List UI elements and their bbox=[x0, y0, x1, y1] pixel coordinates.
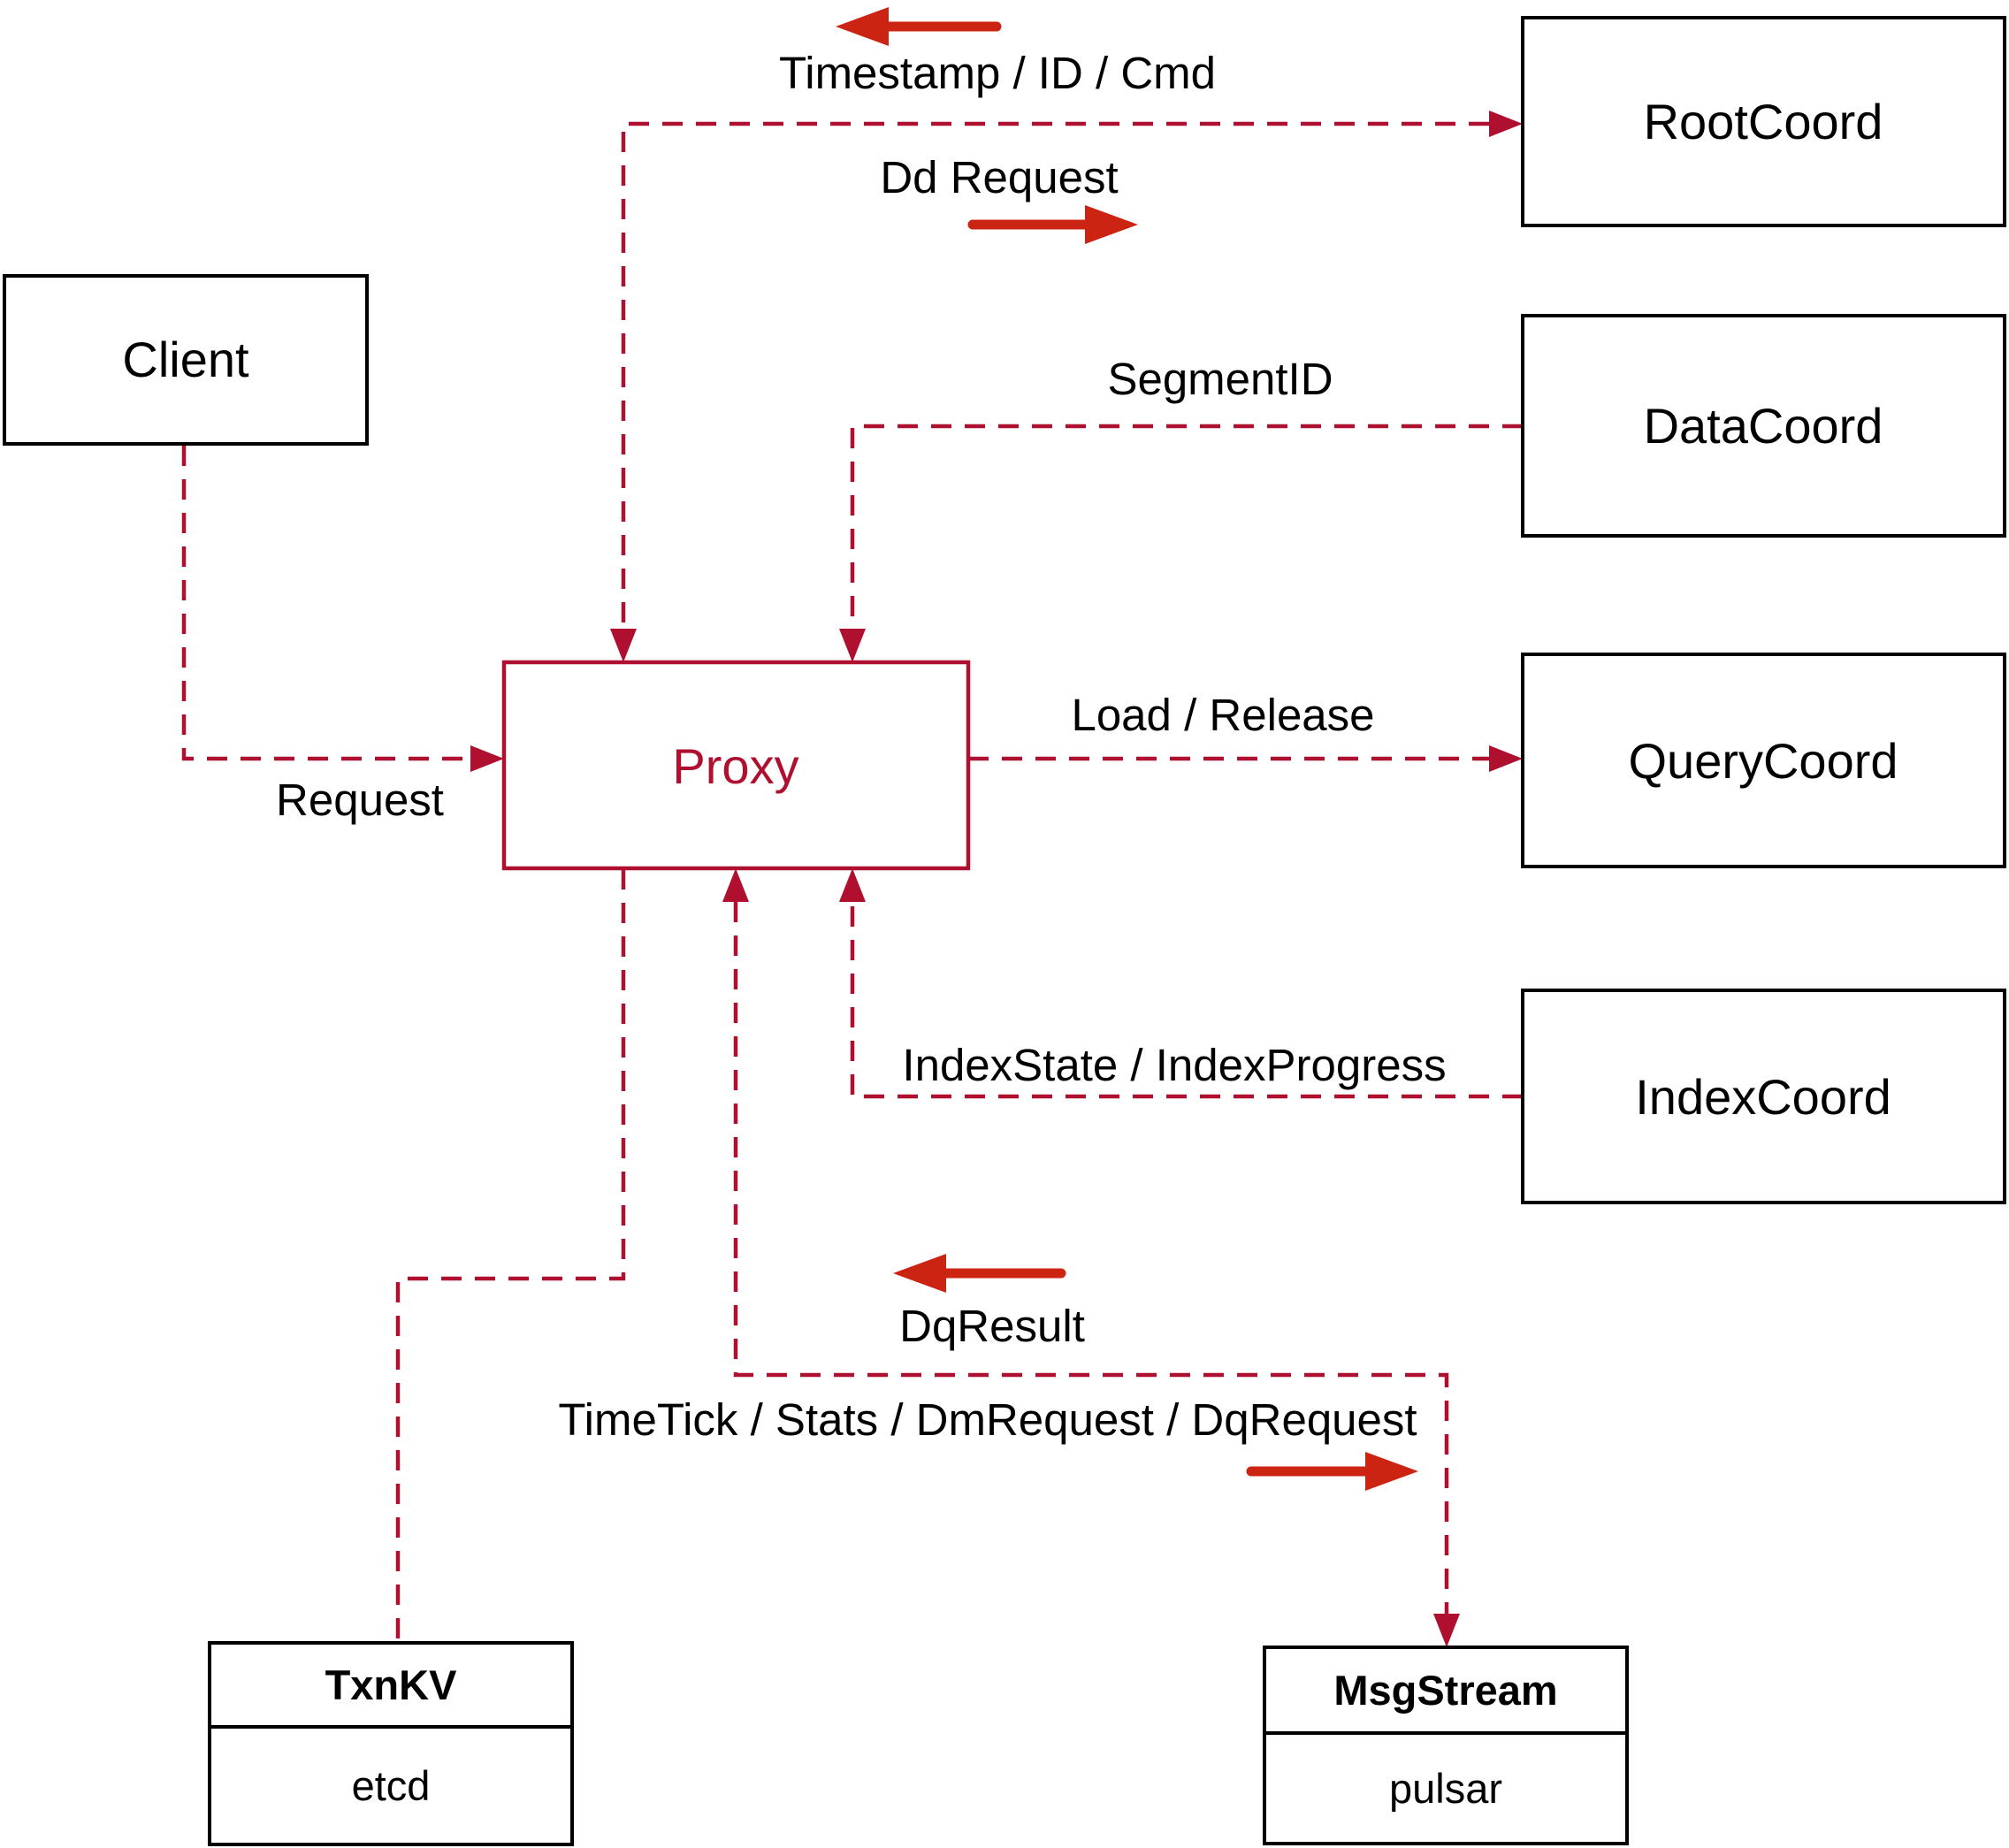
edge-label-indexstate-indexprogress: IndexState / IndexProgress bbox=[902, 1040, 1446, 1090]
edge-proxy-querycoord bbox=[968, 745, 1523, 772]
msgstream-title: MsgStream bbox=[1333, 1667, 1557, 1714]
flow-arrow-timetick bbox=[1246, 1452, 1418, 1491]
edge-client-proxy bbox=[181, 446, 504, 772]
txnkv-node: TxnKV etcd bbox=[208, 1641, 574, 1846]
edge-proxy-rootcoord-line bbox=[621, 121, 1489, 630]
msgstream-implementation: pulsar bbox=[1389, 1765, 1502, 1812]
txnkv-implementation: etcd bbox=[352, 1762, 431, 1809]
datacoord-box bbox=[1521, 314, 2006, 538]
left-arrow-icon bbox=[893, 1254, 946, 1293]
datacoord-label: DataCoord bbox=[1644, 398, 1883, 454]
datacoord-node: DataCoord bbox=[1521, 314, 2006, 538]
arrowhead-into-proxy-left-icon bbox=[470, 745, 504, 772]
txnkv-box bbox=[208, 1641, 574, 1846]
edge-client-proxy-line bbox=[181, 446, 470, 761]
edge-label-dqresult: DqResult bbox=[899, 1301, 1085, 1351]
edge-proxy-txnkv-line bbox=[395, 869, 626, 1643]
right-arrow-icon bbox=[1085, 205, 1138, 244]
proxy-box bbox=[501, 660, 971, 871]
client-box bbox=[3, 274, 369, 446]
client-node: Client bbox=[3, 274, 369, 446]
querycoord-box bbox=[1521, 653, 2006, 868]
proxy-node: Proxy bbox=[501, 660, 971, 871]
querycoord-node: QueryCoord bbox=[1521, 653, 2006, 868]
edge-label-timestamp-id-cmd: Timestamp / ID / Cmd bbox=[779, 48, 1216, 98]
flow-arrow-dqresult bbox=[893, 1254, 1066, 1293]
edge-label-timetick-stats: TimeTick / Stats / DmRequest / DqRequest bbox=[558, 1394, 1417, 1445]
edge-label-request: Request bbox=[276, 775, 444, 825]
edge-proxy-rootcoord bbox=[610, 111, 1523, 662]
querycoord-label: QueryCoord bbox=[1628, 733, 1898, 789]
indexcoord-node: IndexCoord bbox=[1521, 989, 2006, 1204]
edge-proxy-msgstream bbox=[722, 868, 1460, 1647]
flow-arrow-dd-request bbox=[967, 205, 1138, 244]
arrowhead-into-msgstream-icon bbox=[1433, 1614, 1460, 1647]
edge-label-dd-request: Dd Request bbox=[880, 152, 1118, 202]
edge-label-segmentid: SegmentID bbox=[1107, 354, 1333, 404]
rootcoord-label: RootCoord bbox=[1644, 94, 1883, 149]
arrowhead-into-proxy-top-left-icon bbox=[610, 629, 637, 662]
indexcoord-box bbox=[1521, 989, 2006, 1204]
edge-proxy-msgstream-line bbox=[733, 902, 1449, 1614]
right-arrow-icon bbox=[1365, 1452, 1418, 1491]
client-label: Client bbox=[122, 332, 249, 387]
arrowhead-into-proxy-bottom-center-icon bbox=[722, 868, 749, 902]
txnkv-title: TxnKV bbox=[325, 1661, 458, 1708]
edge-proxy-txnkv bbox=[395, 869, 626, 1643]
arrowhead-into-querycoord-icon bbox=[1489, 745, 1523, 772]
edge-datacoord-proxy bbox=[839, 424, 1523, 662]
edge-datacoord-proxy-line bbox=[850, 424, 1523, 630]
arrowhead-into-proxy-bottom-right-icon bbox=[839, 868, 866, 902]
indexcoord-label: IndexCoord bbox=[1635, 1069, 1891, 1125]
rootcoord-node: RootCoord bbox=[1521, 16, 2006, 227]
arrowhead-into-rootcoord-icon bbox=[1489, 111, 1523, 137]
left-arrow-icon bbox=[836, 7, 889, 46]
msgstream-box bbox=[1263, 1646, 1629, 1845]
arrowhead-into-proxy-top-right-icon bbox=[839, 629, 866, 662]
msgstream-node: MsgStream pulsar bbox=[1263, 1646, 1629, 1845]
rootcoord-box bbox=[1521, 16, 2006, 227]
flow-arrow-timestamp bbox=[836, 7, 1002, 46]
edge-indexcoord-proxy bbox=[839, 868, 1523, 1099]
proxy-label: Proxy bbox=[672, 738, 798, 794]
edge-label-load-release: Load / Release bbox=[1071, 690, 1374, 740]
